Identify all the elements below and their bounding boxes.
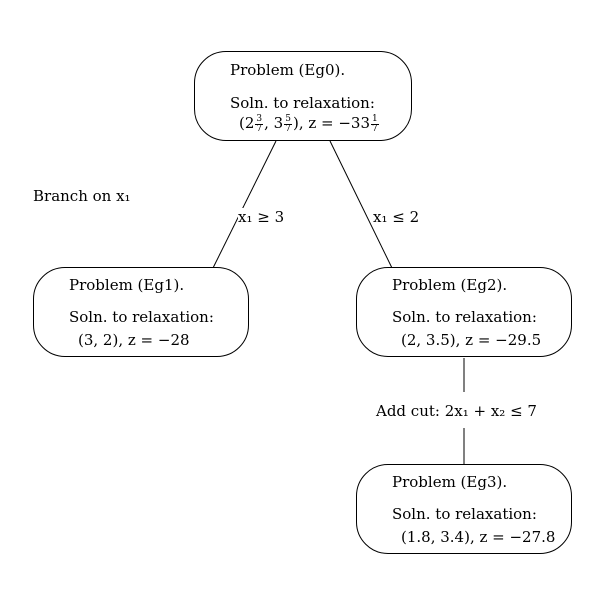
node-eg2-soln-label: Soln. to relaxation: xyxy=(392,308,537,326)
node-eg3-title: Problem (Eg3). xyxy=(392,473,508,491)
edge-label-left: x₁ ≥ 3 xyxy=(238,208,285,226)
node-eg0-soln-label: Soln. to relaxation: xyxy=(230,94,375,112)
node-eg3-value: (1.8, 3.4), z = −27.8 xyxy=(401,528,556,546)
node-eg0-title: Problem (Eg0). xyxy=(230,61,346,79)
edge-label-cut: Add cut: 2x₁ + x₂ ≤ 7 xyxy=(376,402,537,420)
node-eg2-title: Problem (Eg2). xyxy=(392,276,508,294)
node-eg1-soln-label: Soln. to relaxation: xyxy=(69,308,214,326)
edge-label-right: x₁ ≤ 2 xyxy=(373,208,420,226)
node-eg3-soln-label: Soln. to relaxation: xyxy=(392,505,537,523)
branch-label: Branch on x₁ xyxy=(33,187,131,205)
edge-line-eg0-eg2 xyxy=(329,140,393,269)
node-eg2-value: (2, 3.5), z = −29.5 xyxy=(401,331,542,349)
node-eg3: Problem (Eg3). Soln. to relaxation: (1.8… xyxy=(356,464,572,554)
node-eg2: Problem (Eg2). Soln. to relaxation: (2, … xyxy=(356,267,572,357)
node-eg1: Problem (Eg1). Soln. to relaxation: (3, … xyxy=(33,267,249,357)
edge-line-eg0-eg1 xyxy=(212,140,277,269)
node-eg1-title: Problem (Eg1). xyxy=(69,276,185,294)
node-eg1-value: (3, 2), z = −28 xyxy=(78,331,190,349)
